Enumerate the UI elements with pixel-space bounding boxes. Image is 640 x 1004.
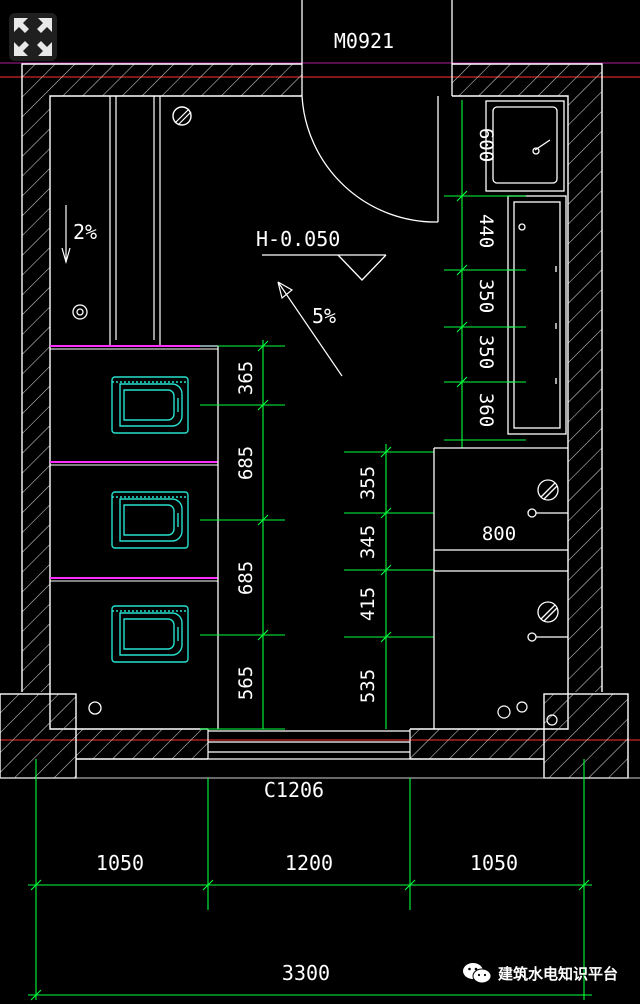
mid-dimension-lines <box>344 444 434 729</box>
mid-dim-label: 535 <box>357 669 379 703</box>
bottom-dim-label: 1050 <box>470 851 518 875</box>
elevation-label: H-0.050 <box>256 227 340 251</box>
door-swing-arc <box>301 95 439 223</box>
squat-toilet <box>111 376 189 434</box>
column-right <box>543 693 629 779</box>
slope-floor-label: 5% <box>312 304 336 328</box>
floor-drains-bottom-right <box>497 701 558 726</box>
bottom-dim-label: 1200 <box>285 851 333 875</box>
floor-drain-left <box>72 304 88 320</box>
bottom-dimension-lines <box>28 759 592 1001</box>
urinal <box>527 479 568 518</box>
wash-dimension-lines <box>444 100 526 448</box>
stall-dim-label: 565 <box>235 666 257 700</box>
wall-bottom-left <box>76 729 208 759</box>
stall-dim-label: 685 <box>235 561 257 595</box>
total-dim-label: 3300 <box>282 961 330 985</box>
slope-left-label: 2% <box>73 220 97 244</box>
squat-toilet <box>111 491 189 549</box>
expand-fullscreen-button[interactable] <box>8 12 58 62</box>
mid-dim-label: 345 <box>357 525 379 559</box>
walls <box>0 63 640 779</box>
window <box>207 729 411 760</box>
wash-dim-label: 360 <box>475 393 497 427</box>
stall-dim-label: 365 <box>235 361 257 395</box>
floor-drain-top <box>172 106 192 126</box>
wall-bottom-right <box>410 729 544 759</box>
wash-dim-label: 440 <box>475 214 497 248</box>
urinal <box>527 601 568 642</box>
column-left <box>0 693 77 779</box>
wall-hatch <box>22 64 602 692</box>
left-area <box>109 96 161 346</box>
stall-dim-label: 685 <box>235 446 257 480</box>
wash-dim-label: 350 <box>475 335 497 369</box>
axis-lines <box>0 62 640 741</box>
wash-dim-label: 600 <box>475 128 497 162</box>
door <box>301 0 453 223</box>
watermark: 建筑水电知识平台 <box>462 962 618 984</box>
elevation-triangle <box>262 254 387 281</box>
window-label: C1206 <box>264 778 324 802</box>
stall-partitions <box>50 345 219 729</box>
door-label: M0921 <box>334 29 394 53</box>
floor-drain-bottom-left <box>88 701 102 715</box>
mid-dim-label: 355 <box>357 466 379 500</box>
wechat-icon <box>462 963 492 984</box>
wash-dim-label: 350 <box>475 279 497 313</box>
mid-dim-label: 415 <box>357 587 379 621</box>
stall-dimension-lines <box>200 340 285 730</box>
right-cubicles <box>433 447 568 729</box>
squat-toilet <box>111 605 189 663</box>
slope-arrow-left <box>61 205 71 265</box>
slope-arrow-floor <box>277 281 343 377</box>
expand-arrows-icon <box>9 13 57 61</box>
bottom-dim-label: 1050 <box>96 851 144 875</box>
watermark-text: 建筑水电知识平台 <box>497 964 618 983</box>
washing-trough <box>507 195 567 435</box>
cubicle-dim-label: 800 <box>482 523 516 545</box>
wash-basin <box>485 100 565 192</box>
